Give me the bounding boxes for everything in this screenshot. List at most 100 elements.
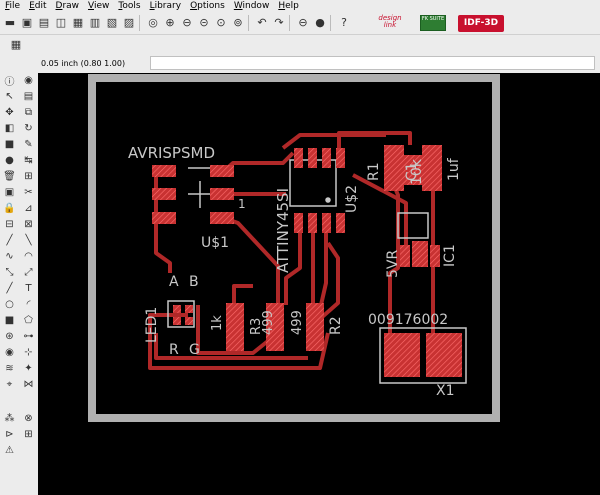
warning-icon[interactable]: ⚠ [5, 445, 14, 456]
menu-file[interactable]: File [5, 1, 21, 11]
optimize-icon[interactable]: ⊠ [24, 219, 33, 230]
route-icon[interactable]: ╱ [6, 235, 13, 246]
circle-icon[interactable]: ○ [5, 299, 14, 310]
pad [336, 148, 345, 168]
resistor-pads [226, 303, 324, 351]
zoom-out-icon[interactable]: ⊖ [182, 16, 192, 29]
wire-icon[interactable]: ∿ [5, 251, 14, 262]
toolbar-separator [248, 15, 249, 31]
info-icon[interactable]: ⓘ [4, 77, 15, 88]
design-link-logo[interactable]: design link [378, 14, 402, 29]
via-icon[interactable]: ⊛ [5, 331, 14, 342]
menu-edit[interactable]: Edit [29, 1, 47, 11]
layers-icon[interactable]: ▤ [23, 91, 34, 102]
x1-pad [384, 333, 420, 377]
pad [294, 148, 303, 168]
lock-icon[interactable]: 🔒 [3, 203, 16, 214]
grid-icon[interactable]: ▦ [10, 38, 22, 51]
pad [336, 213, 345, 233]
print-icon[interactable]: ▤ [38, 16, 50, 29]
run-icon[interactable]: ▨ [123, 16, 135, 29]
drc-icon[interactable]: ⤢ [24, 267, 33, 278]
add-icon[interactable]: ⊞ [24, 171, 33, 182]
fk-suite-logo[interactable]: FK SUITE [420, 15, 446, 31]
menu-library[interactable]: Library [149, 1, 182, 11]
pointer-icon[interactable]: ↖ [5, 91, 14, 102]
text-icon[interactable]: T [25, 283, 32, 294]
value-icon[interactable]: ✂ [24, 187, 33, 198]
zoom-minus-icon[interactable]: ⊝ [199, 16, 209, 29]
mirror-icon[interactable]: ◧ [4, 123, 15, 134]
schematic-icon[interactable]: ▥ [89, 16, 101, 29]
command-input[interactable] [150, 56, 595, 70]
help-icon[interactable]: ? [341, 16, 347, 29]
hole-icon[interactable]: ◉ [5, 347, 14, 358]
led-g-label: G [189, 342, 200, 358]
attiny-pads [294, 148, 345, 233]
go-icon[interactable]: ● [315, 16, 325, 29]
move-icon[interactable]: ✥ [5, 107, 14, 118]
meander-icon[interactable]: ⋈ [23, 379, 34, 390]
pad [226, 303, 244, 351]
board-outline [88, 74, 500, 422]
errors-icon[interactable]: ⁂ [4, 413, 15, 424]
menu-help[interactable]: Help [278, 1, 299, 11]
split-icon[interactable]: ⊟ [5, 219, 14, 230]
led-pads [173, 305, 193, 325]
line-icon[interactable]: ╱ [6, 283, 13, 294]
menu-options[interactable]: Options [190, 1, 225, 11]
zoom-area-icon[interactable]: ⊚ [233, 16, 243, 29]
ripup-icon[interactable]: ╲ [25, 235, 32, 246]
smash-icon[interactable]: ⊿ [24, 203, 33, 214]
erc-icon[interactable]: ⊳ [5, 429, 14, 440]
menu-draw[interactable]: Draw [55, 1, 80, 11]
polygon-icon[interactable]: ⬠ [24, 315, 33, 326]
delete-icon[interactable]: 🗑 [3, 171, 16, 182]
arc-draw-icon[interactable]: ◜ [26, 299, 31, 310]
pcb-layout[interactable]: AVRISPSMD U$1 1 ATTINY45SI U$2 R1 10k C1… [38, 73, 600, 495]
secondary-toolbar: ▦ [0, 35, 600, 55]
run-ulp-icon[interactable]: ⊗ [24, 413, 33, 424]
toolbar-separator [289, 15, 290, 31]
board-canvas[interactable]: AVRISPSMD U$1 1 ATTINY45SI U$2 R1 10k C1… [38, 73, 600, 495]
vr-pad [412, 241, 428, 267]
save-icon[interactable]: ▣ [21, 16, 33, 29]
folder-open-icon[interactable]: ▬ [4, 16, 16, 29]
cam-icon[interactable]: ◫ [55, 16, 67, 29]
attribute-icon[interactable]: ⊹ [24, 347, 33, 358]
zoom-fit-icon[interactable]: ◎ [148, 16, 158, 29]
led-r-label: R [169, 342, 179, 358]
x1-label: X1 [436, 383, 455, 399]
us1-label: U$1 [201, 235, 229, 251]
undo-icon[interactable]: ↶ [257, 16, 267, 29]
pad [306, 303, 324, 351]
autoroute-icon[interactable]: ⤡ [5, 267, 14, 278]
errors-list-icon[interactable]: ⊞ [24, 429, 33, 440]
script-icon[interactable]: ▧ [106, 16, 118, 29]
board-icon[interactable]: ▦ [72, 16, 84, 29]
zoom-in-icon[interactable]: ⊕ [165, 16, 175, 29]
mark-icon[interactable]: ⌖ [6, 379, 13, 390]
idf-3d-button[interactable]: IDF-3D [458, 14, 504, 32]
menu-view[interactable]: View [88, 1, 110, 11]
ratsnest-icon[interactable]: ✦ [24, 363, 33, 374]
rotate-icon[interactable]: ↻ [24, 123, 33, 134]
signal-icon[interactable]: ⊶ [23, 331, 34, 342]
menu-tools[interactable]: Tools [118, 1, 141, 11]
redo-icon[interactable]: ↷ [274, 16, 284, 29]
arc-icon[interactable]: ◠ [24, 251, 33, 262]
menu-window[interactable]: Window [233, 1, 270, 11]
connector-label: 009176002 [368, 312, 448, 328]
rect-icon[interactable]: ■ [4, 315, 15, 326]
eye-icon[interactable]: ◉ [24, 75, 33, 86]
stop-icon[interactable]: ⊖ [298, 16, 308, 29]
change-icon[interactable]: ✎ [24, 139, 33, 150]
copy-icon[interactable]: ⧉ [24, 107, 33, 118]
paint-icon[interactable]: ● [5, 155, 14, 166]
name-icon[interactable]: ▣ [4, 187, 15, 198]
paste-icon[interactable]: ↹ [24, 155, 33, 166]
dimension-icon[interactable]: ≋ [5, 363, 14, 374]
zoom-select-icon[interactable]: ⊙ [216, 16, 226, 29]
c1-pad [422, 145, 442, 191]
group-icon[interactable]: ■ [4, 139, 15, 150]
